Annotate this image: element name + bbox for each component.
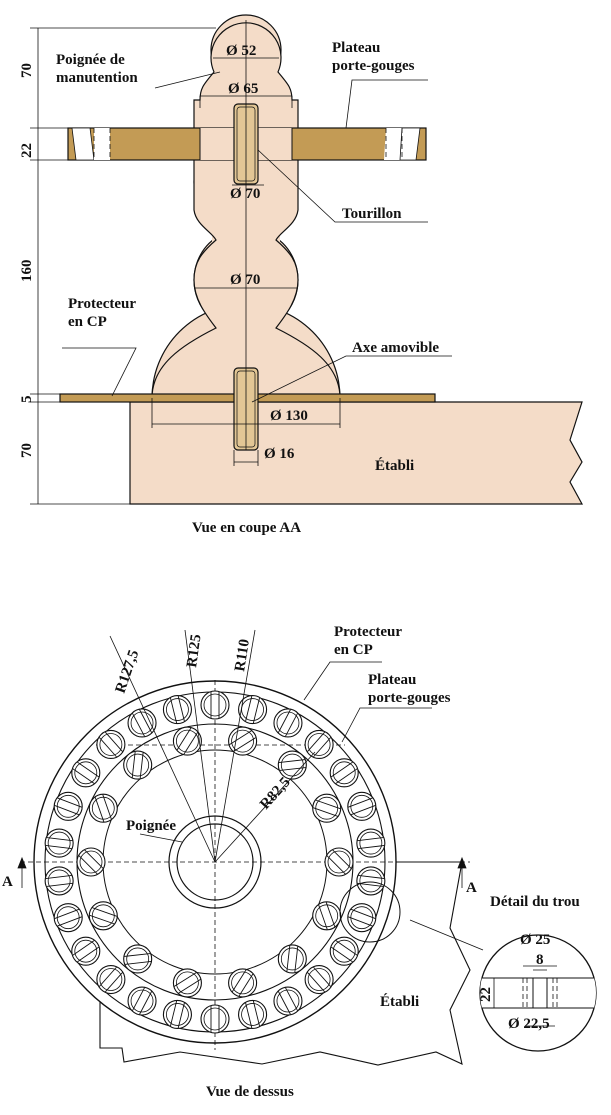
label-top-protector: Protecteur en CP <box>334 624 406 658</box>
inner-hole <box>172 968 202 998</box>
outer-hole <box>273 986 303 1016</box>
outer-hole <box>329 936 359 966</box>
dim-h70-top: 70 <box>19 63 35 78</box>
inner-hole <box>123 750 153 780</box>
inner-hole <box>123 944 153 974</box>
label-section-a-left: A <box>2 874 13 890</box>
inner-hole <box>172 726 202 756</box>
outer-hole <box>162 999 192 1029</box>
dim-d16: Ø 16 <box>264 446 295 462</box>
inner-hole <box>228 968 258 998</box>
dim-d130: Ø 130 <box>270 408 308 424</box>
outer-hole <box>44 828 74 858</box>
outer-hole <box>273 708 303 738</box>
inner-hole <box>312 901 342 931</box>
inner-hole <box>324 847 354 877</box>
label-top-protector-2: en CP <box>334 642 373 658</box>
section-caption: Vue en coupe AA <box>192 520 301 536</box>
dim-r110: R110 <box>232 638 253 673</box>
label-tray-1: Plateau <box>332 40 380 56</box>
outer-hole <box>44 866 74 896</box>
hole-detail <box>339 881 597 1052</box>
inner-hole-ring <box>76 726 354 998</box>
outer-hole <box>53 791 83 821</box>
label-protector-1: Protecteur <box>68 296 136 312</box>
outer-hole <box>238 999 268 1029</box>
outer-hole <box>53 903 83 933</box>
outer-hole <box>347 903 377 933</box>
outer-hole <box>238 695 268 725</box>
detail-t22: 22 <box>478 987 494 1002</box>
detail-d25: Ø 25 <box>520 932 550 948</box>
outer-hole <box>200 1004 230 1034</box>
outer-hole <box>127 986 157 1016</box>
label-handle-1: Poignée de <box>56 52 125 68</box>
inner-hole <box>277 750 307 780</box>
dim-d70a: Ø 70 <box>230 186 260 202</box>
outer-hole-ring <box>44 690 386 1034</box>
detail-title: Détail du trou <box>490 894 580 910</box>
outer-hole <box>347 791 377 821</box>
outer-hole <box>356 866 386 896</box>
dim-h70-bottom: 70 <box>19 443 35 458</box>
top-labels: Protecteur en CP Plateau porte-gouges Po… <box>2 624 580 1100</box>
inner-hole <box>228 726 258 756</box>
dim-r125: R125 <box>184 633 204 668</box>
outer-hole <box>71 758 101 788</box>
outer-hole <box>329 758 359 788</box>
inner-hole <box>277 944 307 974</box>
dim-r127: R127,5 <box>113 648 143 695</box>
dim-h22: 22 <box>19 143 35 158</box>
label-section-a-right: A <box>466 880 477 896</box>
label-top-tray: Plateau porte-gouges <box>368 672 451 706</box>
section-view <box>30 14 584 505</box>
workbench-top <box>99 861 471 1066</box>
label-tray-2: porte-gouges <box>332 58 415 74</box>
detail-w8: 8 <box>536 952 544 968</box>
label-pin: Axe amovible <box>352 340 439 356</box>
top-view <box>17 629 597 1066</box>
radius-lines <box>109 629 316 863</box>
label-bench: Établi <box>375 457 414 474</box>
outer-hole <box>96 964 126 995</box>
label-top-handle: Poignée <box>126 818 176 834</box>
label-handle: Poignée de manutention <box>56 52 138 86</box>
detail-d22: Ø 22,5 <box>508 1016 550 1032</box>
dim-d65: Ø 65 <box>228 81 258 97</box>
outer-hole <box>356 828 386 858</box>
outer-hole <box>200 690 230 720</box>
outer-hole <box>162 695 192 725</box>
outer-hole <box>71 936 101 966</box>
outer-hole <box>96 729 126 760</box>
top-caption: Vue de dessus <box>206 1084 294 1100</box>
height-dimensions <box>30 27 216 505</box>
label-top-bench: Établi <box>380 993 419 1010</box>
label-top-tray-1: Plateau <box>368 672 416 688</box>
label-handle-2: manutention <box>56 70 138 86</box>
label-protector-2: en CP <box>68 314 107 330</box>
label-pivot: Tourillon <box>342 206 402 222</box>
dim-d70b: Ø 70 <box>230 272 260 288</box>
dim-d52: Ø 52 <box>226 43 256 59</box>
inner-hole <box>88 793 118 823</box>
outer-hole <box>127 708 157 738</box>
inner-hole <box>312 793 342 823</box>
label-protector: Protecteur en CP <box>68 296 140 330</box>
outer-hole <box>304 964 334 995</box>
outer-hole <box>304 729 334 760</box>
inner-hole <box>76 847 106 877</box>
dim-h5: 5 <box>19 396 35 404</box>
label-top-protector-1: Protecteur <box>334 624 402 640</box>
workbench-section <box>129 401 584 505</box>
label-tray: Plateau porte-gouges <box>332 40 415 74</box>
section-labels: Poignée de manutention Plateau porte-gou… <box>19 40 439 536</box>
dim-h160: 160 <box>19 260 35 283</box>
inner-hole <box>88 901 118 931</box>
label-top-tray-2: porte-gouges <box>368 690 451 706</box>
